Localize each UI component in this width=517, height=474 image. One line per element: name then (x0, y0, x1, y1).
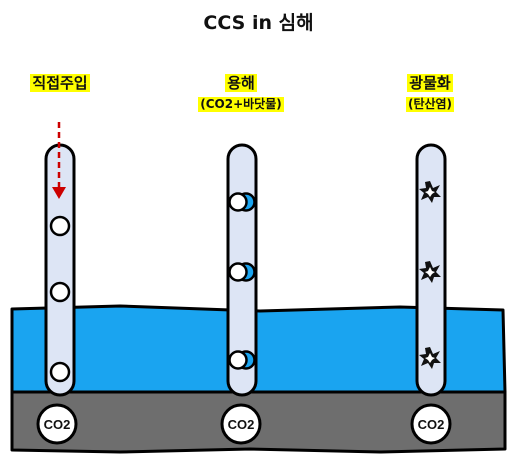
method-name: 용해 (225, 74, 257, 92)
diagram-title: CCS in 심해 (203, 12, 314, 34)
method-subtitle: (탄산염) (405, 96, 455, 112)
bubble-icon (49, 361, 71, 383)
co2-store-circle (36, 403, 78, 445)
mineral-burst-icon (419, 347, 441, 369)
bubble-icon (49, 215, 71, 237)
arrow-head-icon (52, 187, 66, 199)
co2-store-circle (410, 403, 452, 445)
co2-label: CO2 (228, 417, 255, 432)
method-label-dissolution: 용해 (CO2+바닷물) (171, 73, 311, 112)
co2-label: CO2 (44, 417, 71, 432)
method-subtitle: (CO2+바닷물) (198, 96, 284, 112)
dissolving-bubble-icon (228, 192, 256, 212)
dissolving-bubble-icon (228, 262, 256, 282)
method-label-mineralization: 광물화 (탄산염) (375, 73, 485, 112)
method-name: 직접주입 (30, 74, 90, 92)
method-label-direct-injection: 직접주입 (10, 73, 110, 93)
mineral-burst-icon (419, 181, 441, 203)
bubble-icon (49, 281, 71, 303)
co2-store-circle (220, 403, 262, 445)
co2-label: CO2 (418, 417, 445, 432)
method-name: 광물화 (407, 74, 453, 92)
mineral-burst-icon (419, 261, 441, 283)
dissolving-bubble-icon (228, 350, 256, 370)
